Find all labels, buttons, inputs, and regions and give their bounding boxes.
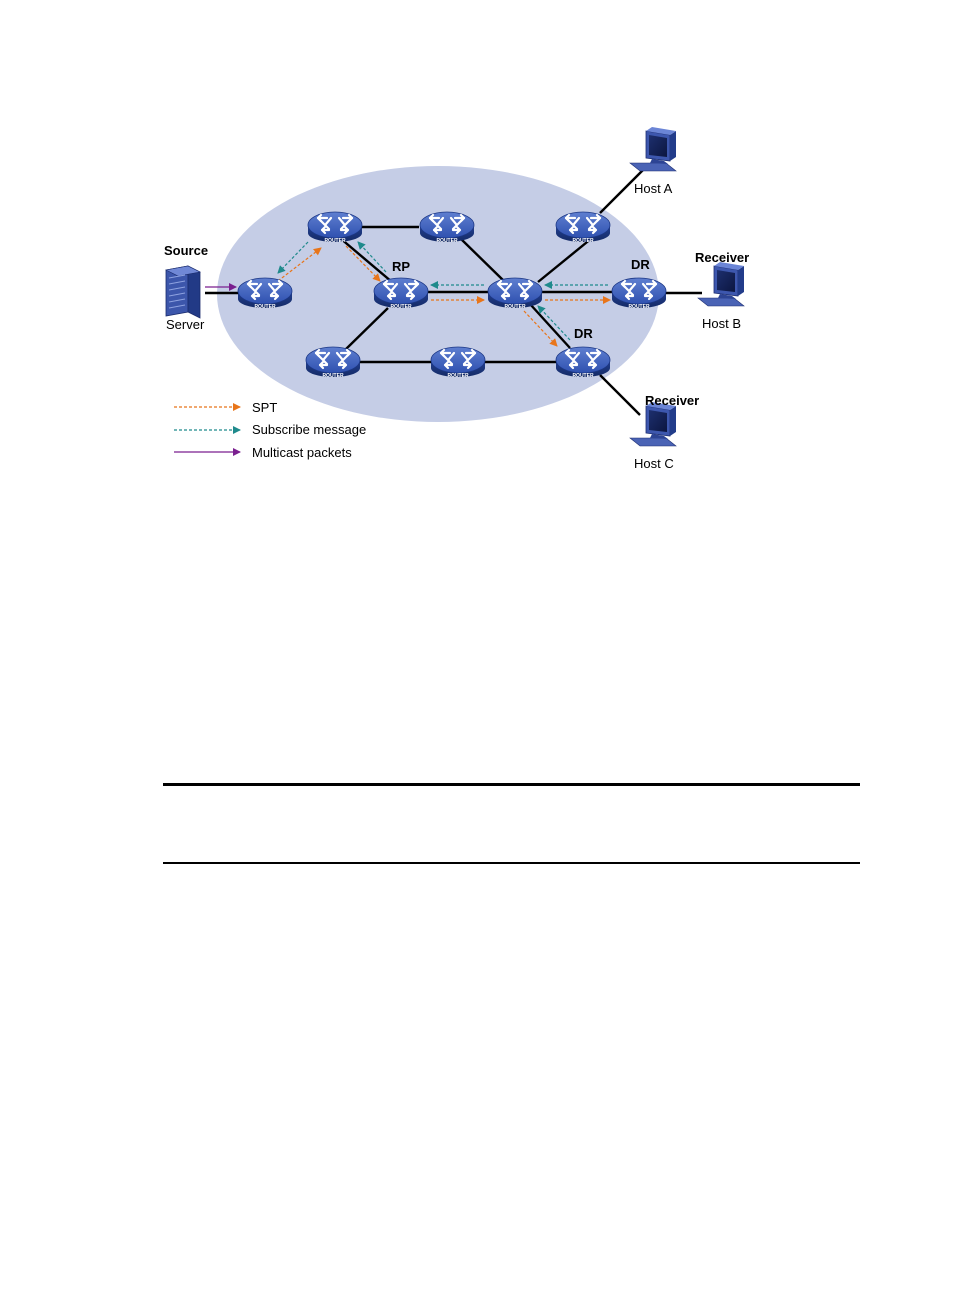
router-center: ROUTER <box>486 276 544 310</box>
router-bottom-left: ROUTER <box>304 345 362 379</box>
host-a-icon <box>629 126 677 172</box>
router-top-left: ROUTER <box>306 210 364 244</box>
note-bottom-rule <box>163 862 860 864</box>
note-top-rule <box>163 783 860 786</box>
svg-text:ROUTER: ROUTER <box>628 304 650 310</box>
router-dr-host-b: ROUTER <box>610 276 668 310</box>
receiver-label-c: Receiver <box>645 393 699 408</box>
receiver-label-b: Receiver <box>695 250 749 265</box>
svg-text:ROUTER: ROUTER <box>324 238 346 244</box>
svg-text:ROUTER: ROUTER <box>436 238 458 244</box>
spt-arrows <box>273 245 611 347</box>
router-rp: ROUTER <box>372 276 430 310</box>
router-dr-host-c: ROUTER <box>554 345 612 379</box>
network-links <box>205 167 702 416</box>
router-top-right: ROUTER <box>554 210 612 244</box>
host-c-label: Host C <box>634 456 674 471</box>
legend-spt-label: SPT <box>252 400 277 415</box>
svg-text:ROUTER: ROUTER <box>390 304 412 310</box>
subscribe-arrows <box>277 241 608 341</box>
server-label: Server <box>166 317 205 332</box>
svg-text:ROUTER: ROUTER <box>447 373 469 379</box>
host-b-icon <box>697 261 745 307</box>
svg-text:ROUTER: ROUTER <box>572 373 594 379</box>
router-source-edge: ROUTER <box>236 276 294 310</box>
router-top-middle: ROUTER <box>418 210 476 244</box>
svg-text:ROUTER: ROUTER <box>572 238 594 244</box>
dr-label-c: DR <box>574 326 593 341</box>
host-a-label: Host A <box>634 181 673 196</box>
svg-text:ROUTER: ROUTER <box>322 373 344 379</box>
source-label: Source <box>164 243 208 258</box>
server-icon <box>165 265 201 319</box>
router-bottom-middle: ROUTER <box>429 345 487 379</box>
host-c-icon <box>629 401 677 447</box>
svg-text:ROUTER: ROUTER <box>254 304 276 310</box>
legend-subscribe-label: Subscribe message <box>252 422 366 437</box>
svg-text:ROUTER: ROUTER <box>504 304 526 310</box>
rp-label: RP <box>392 259 410 274</box>
legend: SPT Subscribe message Multicast packets <box>174 400 366 460</box>
legend-multicast-label: Multicast packets <box>252 445 352 460</box>
host-b-label: Host B <box>702 316 741 331</box>
dr-label-b: DR <box>631 257 650 272</box>
